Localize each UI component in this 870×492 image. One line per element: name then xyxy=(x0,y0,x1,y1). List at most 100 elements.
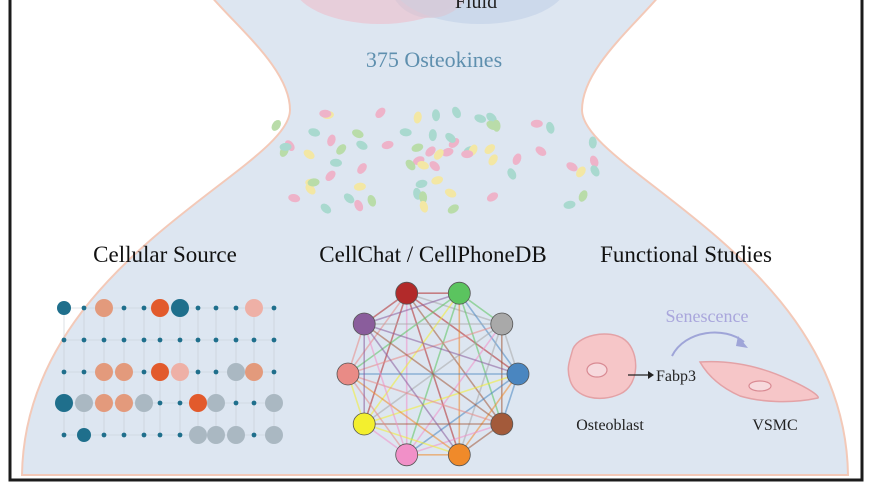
dotplot-dot xyxy=(227,363,245,381)
node-purple xyxy=(352,312,376,336)
dotplot-dot xyxy=(207,426,225,444)
osteokine-particle xyxy=(405,159,416,171)
osteokine-particle xyxy=(447,204,459,214)
dotplot-dot xyxy=(189,394,207,412)
osteokine-particle xyxy=(486,192,499,202)
vsmc-label: VSMC xyxy=(752,417,797,434)
dotplot-dot xyxy=(157,432,163,438)
dotplot-dot xyxy=(265,426,283,444)
dotplot-dot xyxy=(189,426,207,444)
node-orange xyxy=(447,443,471,467)
osteokine-particle xyxy=(512,153,522,165)
fabp3-arrow-head xyxy=(648,371,654,379)
dotplot-dot xyxy=(75,394,93,412)
osteokine-particle xyxy=(474,114,487,123)
osteokine-particle xyxy=(415,179,428,189)
network-edge xyxy=(406,423,503,456)
flask-shape xyxy=(20,0,850,476)
osteokine-particle xyxy=(563,200,576,209)
dotplot-dot xyxy=(177,432,183,438)
osteokine-particle xyxy=(343,193,355,204)
osteokine-particle xyxy=(486,112,497,123)
dotplot-dot xyxy=(121,305,127,311)
osteokine-particle xyxy=(419,200,429,213)
osteokine-particle xyxy=(546,121,555,134)
osteokine-particle xyxy=(325,170,336,181)
osteokine-particle xyxy=(484,144,496,155)
dotplot-dot xyxy=(151,299,169,317)
dotplot-dot xyxy=(81,337,87,343)
osteokine-particle xyxy=(566,162,578,172)
functional-studies-illustration: Osteoblast Fabp3 Senescence VSMC xyxy=(567,306,819,434)
dotplot-dot xyxy=(121,337,127,343)
network-edge xyxy=(347,373,503,425)
network-edge xyxy=(347,373,460,456)
fluid-label: Fluid xyxy=(455,0,497,13)
dotplot-dot xyxy=(195,305,201,311)
network-edge xyxy=(363,423,460,456)
dotplot-dot xyxy=(251,400,257,406)
osteokine-particle xyxy=(336,144,347,155)
osteokine-particle xyxy=(486,120,498,130)
dotplot-dot xyxy=(121,432,127,438)
dotplot-dot xyxy=(171,363,189,381)
dotplot-dot xyxy=(171,299,189,317)
osteokine-particle xyxy=(308,128,321,137)
network-edge xyxy=(363,323,408,456)
osteokine-particle xyxy=(357,163,367,174)
osteokine-particle xyxy=(444,188,457,198)
dotplot-dot xyxy=(251,432,257,438)
network-edge xyxy=(458,323,503,456)
dotplot-dot xyxy=(227,426,245,444)
dotplot-dot xyxy=(141,369,147,375)
network-edge xyxy=(363,292,408,425)
dotplot-dot xyxy=(233,305,239,311)
dotplot-dot xyxy=(95,363,113,381)
dotplot-dot xyxy=(213,305,219,311)
cellular-source-dotplot xyxy=(55,299,283,444)
dotplot-dot xyxy=(213,337,219,343)
fabp3-label: Fabp3 xyxy=(656,368,696,385)
network-edge xyxy=(458,292,503,425)
dotplot-dot xyxy=(81,369,87,375)
osteokine-particle xyxy=(320,203,332,214)
venn-overlap xyxy=(395,0,465,18)
dotplot-dot xyxy=(57,301,71,315)
dotplot-dot xyxy=(61,369,67,375)
senescence-arrow-head xyxy=(736,336,748,348)
osteokine-particle xyxy=(433,149,444,160)
osteokine-particle xyxy=(353,182,366,191)
osteokine-particle xyxy=(303,149,315,160)
osteokine-particle xyxy=(319,109,332,118)
dotplot-dot xyxy=(61,432,67,438)
dotplot-dot xyxy=(81,305,87,311)
osteokine-particle xyxy=(327,134,336,147)
dotplot-dot xyxy=(245,363,263,381)
osteokine-particle xyxy=(417,161,429,170)
dotplot-dot xyxy=(195,337,201,343)
node-green xyxy=(447,281,471,305)
dotplot-dot xyxy=(177,400,183,406)
osteoblast-nucleus xyxy=(586,362,608,378)
venn-diagram xyxy=(300,0,560,24)
osteokine-particle xyxy=(452,106,461,119)
node-yellow xyxy=(352,412,376,436)
dotplot-dot xyxy=(101,337,107,343)
network-edge xyxy=(347,323,503,375)
cellchat-network xyxy=(336,281,530,467)
osteokine-particle xyxy=(288,193,301,203)
network-edge xyxy=(363,292,460,325)
osteokine-particle xyxy=(381,140,394,150)
dotplot-dot xyxy=(265,394,283,412)
dotplot-dot xyxy=(101,432,107,438)
osteokine-particle xyxy=(330,158,342,167)
dotplot-dot xyxy=(135,394,153,412)
osteokine-particle xyxy=(413,111,422,124)
osteokine-particle xyxy=(461,150,474,159)
osteokine-particles xyxy=(271,106,600,214)
senescence-label: Senescence xyxy=(666,306,749,326)
dotplot-dot xyxy=(115,363,133,381)
vsmc-nucleus xyxy=(748,380,772,392)
